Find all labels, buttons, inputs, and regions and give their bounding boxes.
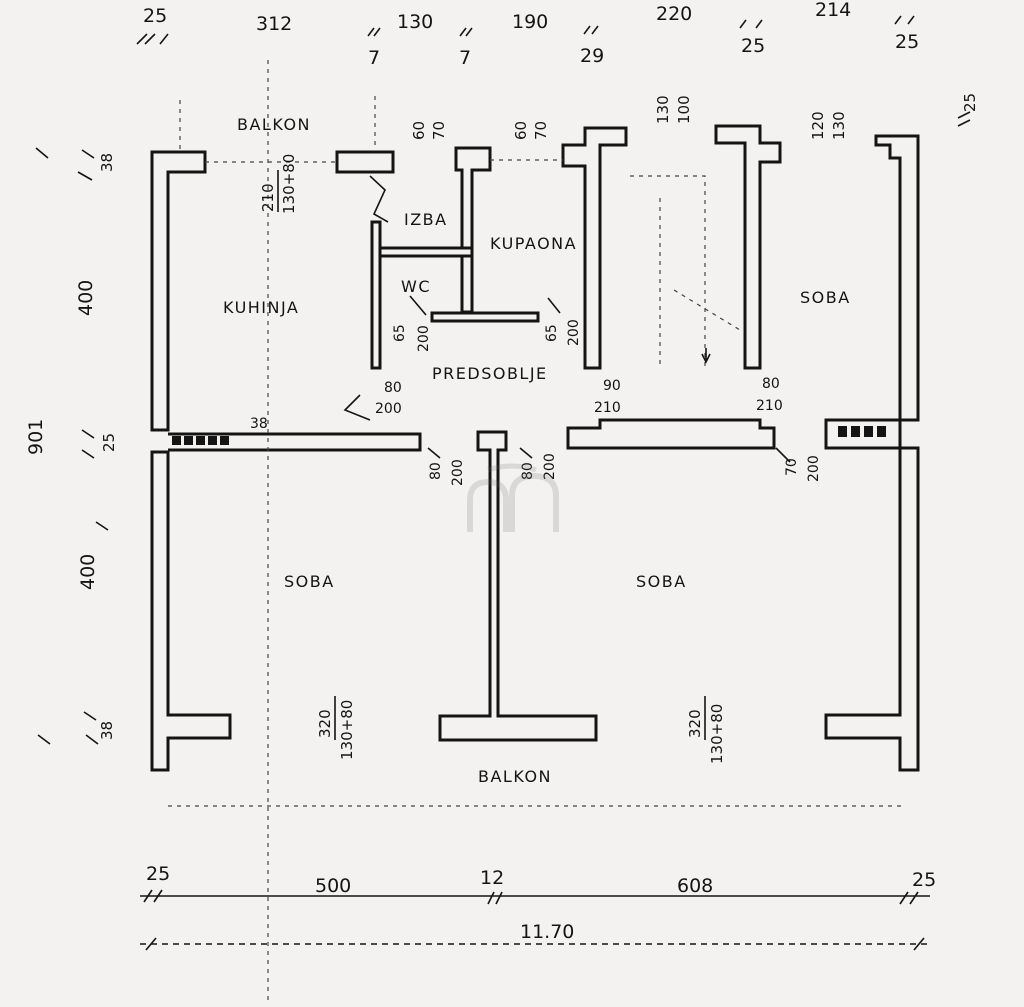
window-3-a: 60 xyxy=(512,121,530,140)
wall-thickness-38: 38 xyxy=(250,416,268,432)
wall-horizontal-right xyxy=(566,418,776,450)
door-rr-b: 200 xyxy=(806,455,822,482)
wall-right-lower xyxy=(824,446,920,772)
right-dimension: 25 xyxy=(957,93,979,127)
room-izba: IZBA xyxy=(404,210,448,229)
dashed-lines xyxy=(168,60,905,1000)
window-4-b: 100 xyxy=(675,95,693,124)
room-balkon-top: BALKON xyxy=(237,115,311,134)
left-dim-38b: 38 xyxy=(98,721,116,740)
window-7-den: 130+80 xyxy=(708,704,726,764)
top-dim-6: 214 xyxy=(815,0,851,21)
wall-top-block-1 xyxy=(335,150,395,174)
room-wc: WC xyxy=(401,277,431,296)
vent-blocks xyxy=(172,426,886,445)
wall-top-block-2 xyxy=(454,146,492,250)
door-rt-a: 80 xyxy=(762,376,780,392)
room-kupaona: KUPAONA xyxy=(490,234,577,253)
door-swings xyxy=(343,175,791,463)
window-7-num: 320 xyxy=(686,709,704,738)
bottom-dim-3: 12 xyxy=(480,867,504,889)
door-sr-b: 200 xyxy=(542,453,558,480)
door-sl-a: 80 xyxy=(428,462,444,480)
top-dim-3: 130 xyxy=(397,11,433,33)
door-rr-a: 70 xyxy=(784,458,800,476)
bottom-dim-1: 25 xyxy=(146,863,170,885)
window-6-den: 130+80 xyxy=(338,700,356,760)
top-small-3: 29 xyxy=(580,45,604,67)
room-soba-right-top: SOBA xyxy=(800,288,851,307)
door-rt-b: 210 xyxy=(756,398,783,414)
door-mid-a: 90 xyxy=(603,378,621,394)
top-small-5: 25 xyxy=(895,31,919,53)
watermark-logo xyxy=(467,463,559,532)
top-small-2: 7 xyxy=(459,47,471,69)
wall-wc-right xyxy=(460,254,474,314)
wall-center xyxy=(438,430,598,742)
window-5-b: 130 xyxy=(830,111,848,140)
wall-left-outer xyxy=(150,150,207,432)
door-sl-b: 200 xyxy=(450,459,466,486)
room-balkon-bottom: BALKON xyxy=(478,767,552,786)
wall-horizontal-far-right xyxy=(824,418,902,450)
room-labels: BALKON IZBA KUPAONA WC KUHINJA SOBA PRED… xyxy=(223,115,851,786)
wall-wc-bottom xyxy=(430,311,540,323)
left-dim-400a: 400 xyxy=(75,280,97,316)
wall-izba-bottom xyxy=(380,246,474,258)
walls xyxy=(150,124,920,772)
door-mid-b: 210 xyxy=(594,400,621,416)
wall-horizontal-left xyxy=(168,432,422,452)
window-labels: 210 130+80 60 70 60 70 130 100 120 130 3… xyxy=(259,95,848,764)
left-dim-38a: 38 xyxy=(98,153,116,172)
door-kup-a: 65 xyxy=(544,324,560,342)
wall-kupaona-right xyxy=(561,126,628,370)
door-wc-b: 200 xyxy=(416,325,432,352)
door-kup-b: 200 xyxy=(566,319,582,346)
window-5-a: 120 xyxy=(809,111,827,140)
bottom-dimensions: 25 500 12 608 25 11.70 xyxy=(140,863,936,951)
wall-right-outer xyxy=(874,134,920,422)
bottom-dim-4: 608 xyxy=(677,875,713,897)
left-dim-400b: 400 xyxy=(77,554,99,590)
door-labels: 65 200 65 200 80 200 90 210 80 210 80 20… xyxy=(250,319,822,486)
door-kuh-b: 200 xyxy=(375,401,402,417)
top-dimensions: 25 312 130 190 220 214 7 7 29 25 25 xyxy=(136,0,919,69)
top-small-4: 25 xyxy=(741,35,765,57)
window-1-den: 130+80 xyxy=(280,154,298,214)
room-soba-right: SOBA xyxy=(636,572,687,591)
window-4-a: 130 xyxy=(654,95,672,124)
right-dim-1: 25 xyxy=(961,93,979,112)
room-predsoblje: PREDSOBLJE xyxy=(432,364,548,383)
window-3-b: 70 xyxy=(532,121,550,140)
window-6-num: 320 xyxy=(316,709,334,738)
top-dim-1: 25 xyxy=(143,5,167,27)
door-sr-a: 80 xyxy=(520,462,536,480)
bottom-dim-2: 500 xyxy=(315,875,351,897)
door-kuh-a: 80 xyxy=(384,380,402,396)
top-small-1: 7 xyxy=(368,47,380,69)
room-kuhinja: KUHINJA xyxy=(223,298,299,317)
bottom-dim-5: 25 xyxy=(912,869,936,891)
wall-left-lower xyxy=(150,450,232,772)
left-dim-901: 901 xyxy=(25,419,47,455)
left-dimensions: 38 400 901 25 400 38 xyxy=(25,147,118,745)
total-width: 11.70 xyxy=(520,921,574,943)
window-2-b: 70 xyxy=(430,121,448,140)
left-dim-25: 25 xyxy=(100,433,118,452)
window-2-a: 60 xyxy=(410,121,428,140)
window-1-num: 210 xyxy=(259,183,277,212)
wall-izba-left xyxy=(370,220,382,370)
wall-stair-right xyxy=(714,124,782,370)
top-dim-5: 220 xyxy=(656,3,692,25)
top-dim-2: 312 xyxy=(256,13,292,35)
top-dim-4: 190 xyxy=(512,11,548,33)
door-wc-a: 65 xyxy=(392,324,408,342)
room-soba-left: SOBA xyxy=(284,572,335,591)
